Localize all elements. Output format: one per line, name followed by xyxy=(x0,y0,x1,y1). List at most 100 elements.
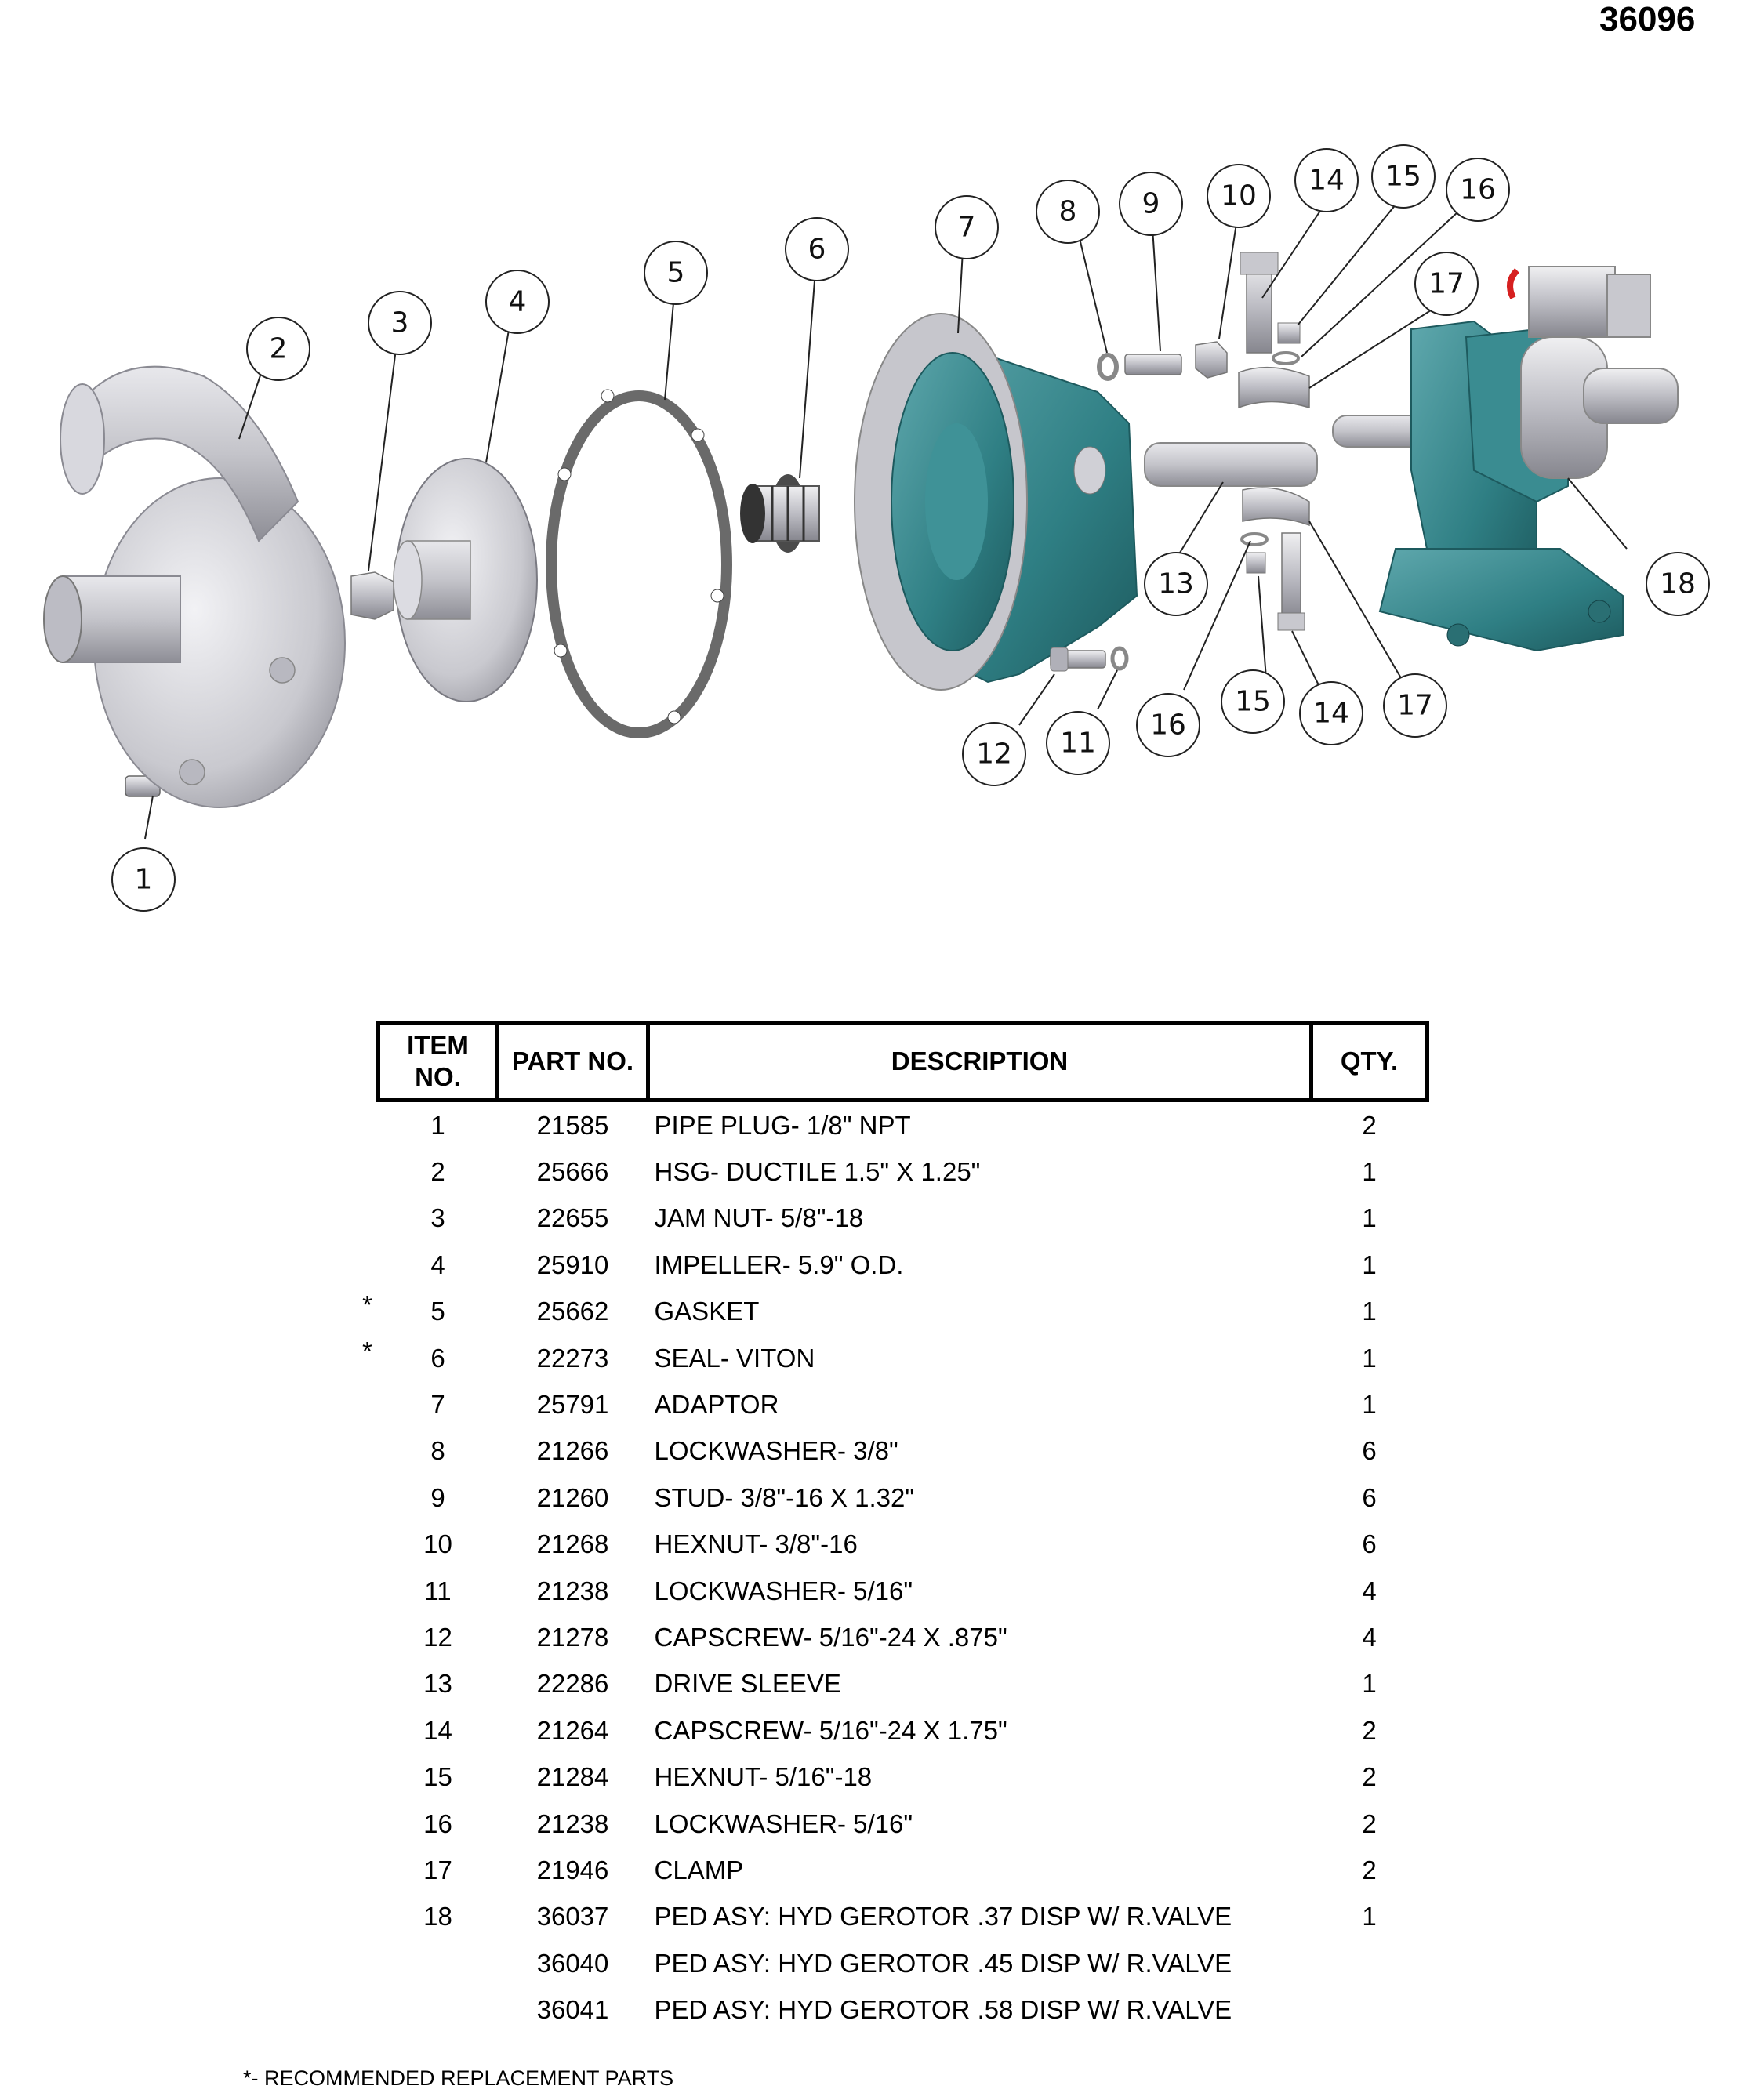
part-housing xyxy=(43,365,346,808)
cell-item: 4 xyxy=(430,1250,445,1279)
callout-15-top: 15 xyxy=(1371,144,1436,209)
part-adaptor xyxy=(854,313,1138,691)
svg-text:2: 2 xyxy=(270,333,288,365)
cell-item: 12 xyxy=(423,1622,452,1652)
cell-item: 2 xyxy=(430,1157,445,1187)
svg-text:13: 13 xyxy=(1158,568,1194,600)
cell-desc: GASKET xyxy=(654,1297,760,1326)
part-pedestal-assembly xyxy=(1332,266,1679,652)
cell-item: 5 xyxy=(430,1297,445,1326)
part-impeller xyxy=(393,458,538,702)
cell-part: 22655 xyxy=(536,1203,609,1233)
cell-qty: 1 xyxy=(1362,1343,1377,1373)
cell-part: 25666 xyxy=(536,1157,609,1187)
table-row: 18 36037 PED ASY: HYD GEROTOR .37 DISP W/ … xyxy=(379,1894,1428,1940)
cell-item: 15 xyxy=(423,1762,452,1792)
part-lockwasher-5-16-top xyxy=(1272,351,1300,365)
cell-qty: 6 xyxy=(1362,1529,1377,1559)
cell-qty: 2 xyxy=(1362,1110,1377,1140)
cell-desc: HSG- DUCTILE 1.5" X 1.25" xyxy=(654,1157,981,1187)
part-lockwasher-3-8 xyxy=(1097,353,1119,381)
cell-qty: 2 xyxy=(1362,1808,1377,1838)
callout-17-bottom: 17 xyxy=(1383,673,1447,738)
cell-part: 36041 xyxy=(536,1995,609,2025)
cell-item: 10 xyxy=(423,1529,452,1559)
header-part-no: PART NO. xyxy=(495,1021,650,1102)
cell-qty: 6 xyxy=(1362,1482,1377,1512)
callout-7: 7 xyxy=(935,195,999,259)
svg-text:8: 8 xyxy=(1059,196,1077,228)
callout-4: 4 xyxy=(485,270,550,334)
cell-part: 21266 xyxy=(536,1436,609,1466)
recommended-marker: * xyxy=(362,1337,372,1366)
cell-part: 36037 xyxy=(536,1902,609,1932)
cell-qty: 2 xyxy=(1362,1855,1377,1884)
svg-text:16: 16 xyxy=(1460,174,1496,206)
svg-text:18: 18 xyxy=(1660,568,1696,600)
part-jam-nut xyxy=(350,571,394,620)
drawing-number: 36096 xyxy=(1599,0,1696,38)
svg-text:6: 6 xyxy=(808,234,826,266)
cell-item: 11 xyxy=(424,1576,452,1605)
cell-part: 21238 xyxy=(536,1808,609,1838)
callout-5: 5 xyxy=(644,241,708,305)
cell-qty: 1 xyxy=(1362,1157,1377,1187)
cell-part: 25910 xyxy=(536,1250,609,1279)
part-capscrew-short xyxy=(1050,647,1106,672)
part-lockwasher-5-16-bottom xyxy=(1240,532,1269,546)
cell-desc: CLAMP xyxy=(654,1855,744,1884)
svg-text:10: 10 xyxy=(1221,180,1257,212)
part-lockwasher-5-16-a xyxy=(1110,646,1129,671)
svg-text:16: 16 xyxy=(1150,709,1186,742)
cell-part: 21284 xyxy=(536,1762,609,1792)
callout-11: 11 xyxy=(1046,711,1110,775)
part-gasket xyxy=(546,389,732,738)
part-clamp-bottom xyxy=(1242,487,1310,527)
cell-qty xyxy=(1312,1940,1428,1986)
callout-14-top: 14 xyxy=(1294,148,1359,212)
cell-desc: CAPSCREW- 5/16"-24 X 1.75" xyxy=(654,1715,1007,1745)
part-capscrew-long-bottom xyxy=(1277,532,1305,631)
part-hexnut-5-16-bottom xyxy=(1246,552,1266,574)
cell-desc: LOCKWASHER- 3/8" xyxy=(654,1436,898,1466)
svg-text:5: 5 xyxy=(667,257,685,289)
cell-item: 16 xyxy=(423,1808,452,1838)
svg-text:3: 3 xyxy=(391,307,409,339)
part-hexnut-5-16-top xyxy=(1277,322,1301,344)
cell-qty: 4 xyxy=(1362,1576,1377,1605)
svg-text:14: 14 xyxy=(1308,165,1345,197)
part-hexnut-3-8 xyxy=(1195,341,1228,379)
table-row: 2 25666 HSG- DUCTILE 1.5" X 1.25" 1 xyxy=(379,1148,1428,1195)
svg-text:15: 15 xyxy=(1385,161,1421,193)
svg-text:17: 17 xyxy=(1397,690,1433,722)
cell-qty: 6 xyxy=(1362,1436,1377,1466)
callout-2: 2 xyxy=(246,317,310,381)
callout-6: 6 xyxy=(785,217,849,281)
cell-desc: SEAL- VITON xyxy=(654,1343,815,1373)
cell-item: 7 xyxy=(430,1390,445,1420)
svg-text:4: 4 xyxy=(509,286,527,318)
callout-16-bottom: 16 xyxy=(1136,693,1200,757)
cell-qty: 1 xyxy=(1362,1390,1377,1420)
cell-item: 18 xyxy=(423,1902,452,1932)
cell-part: 36040 xyxy=(536,1948,609,1978)
cell-desc: PED ASY: HYD GEROTOR .37 DISP W/ R.VALVE xyxy=(654,1902,1232,1932)
cell-desc: JAM NUT- 5/8"-18 xyxy=(654,1203,864,1233)
cell-qty: 1 xyxy=(1362,1297,1377,1326)
svg-text:14: 14 xyxy=(1313,698,1349,730)
cell-item: 8 xyxy=(430,1436,445,1466)
cell-part: 21268 xyxy=(536,1529,609,1559)
